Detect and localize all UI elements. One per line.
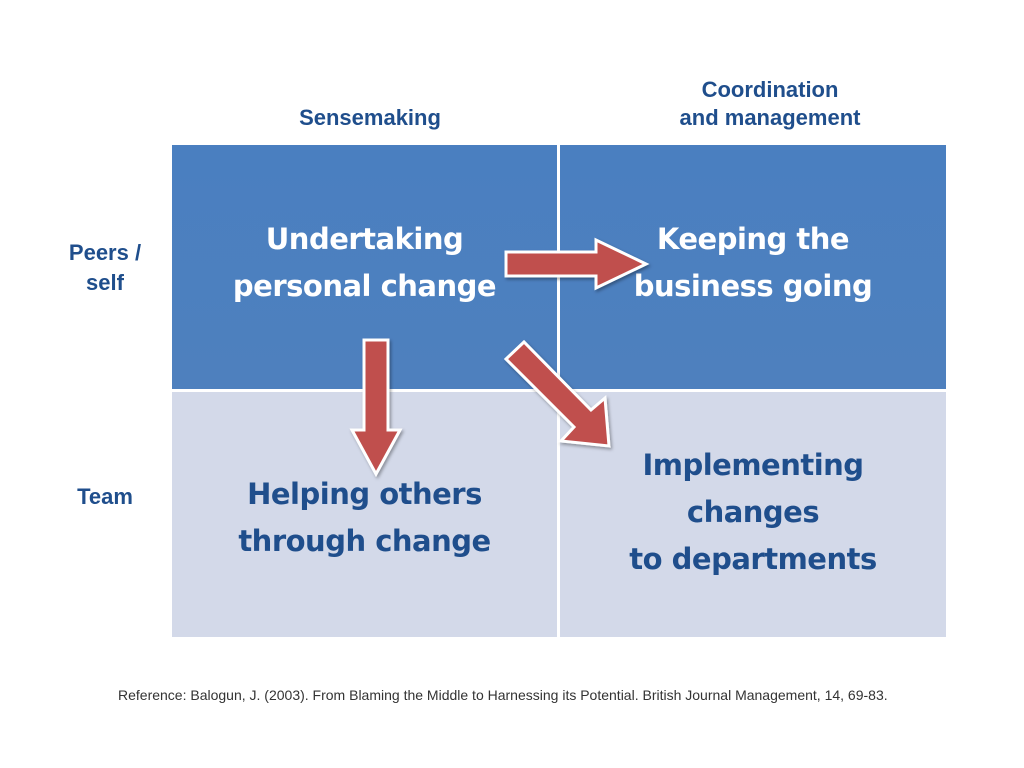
cell-helping-others: Helping others through change <box>172 392 557 637</box>
reference-citation: Reference: Balogun, J. (2003). From Blam… <box>118 687 888 703</box>
column-header-sensemaking: Sensemaking <box>240 104 500 132</box>
cell-implementing-text: Implementing changes to departments <box>629 442 877 583</box>
row-header-peers-line-2: self <box>86 270 124 295</box>
column-header-coordination-line-2: and management <box>679 105 861 130</box>
cell-tr-line-2: business going <box>633 269 873 303</box>
horizontal-divider <box>172 389 946 392</box>
cell-keeping-business-going: Keeping the business going <box>560 145 946 389</box>
column-header-coordination-line-1: Coordination <box>701 77 839 102</box>
cell-helping-text: Helping others through change <box>238 471 491 565</box>
cell-bl-line-2: through change <box>238 523 491 558</box>
cell-implementing-changes: Implementing changes to departments <box>560 392 946 637</box>
row-header-peers-line-1: Peers / <box>68 240 142 265</box>
cell-br-line-2: changes <box>686 495 820 529</box>
row-header-team: Team <box>45 482 165 512</box>
cell-bl-line-1: Helping others <box>247 476 482 511</box>
column-header-sensemaking-label: Sensemaking <box>299 105 441 130</box>
column-header-coordination: Coordination and management <box>630 76 910 132</box>
cell-keeping-text: Keeping the business going <box>634 216 873 310</box>
cell-undertaking-text: Undertaking personal change <box>232 216 497 310</box>
cell-tl-line-1: Undertaking <box>265 222 464 256</box>
cell-br-line-3: to departments <box>629 542 877 576</box>
cell-tl-line-2: personal change <box>232 269 497 303</box>
row-header-team-label: Team <box>77 484 133 509</box>
cell-br-line-1: Implementing <box>642 448 864 482</box>
cell-tr-line-1: Keeping the <box>656 222 850 256</box>
row-header-peers-self: Peers / self <box>45 238 165 298</box>
change-matrix: Undertaking personal change Keeping the … <box>172 145 946 637</box>
cell-undertaking-personal-change: Undertaking personal change <box>172 145 557 389</box>
